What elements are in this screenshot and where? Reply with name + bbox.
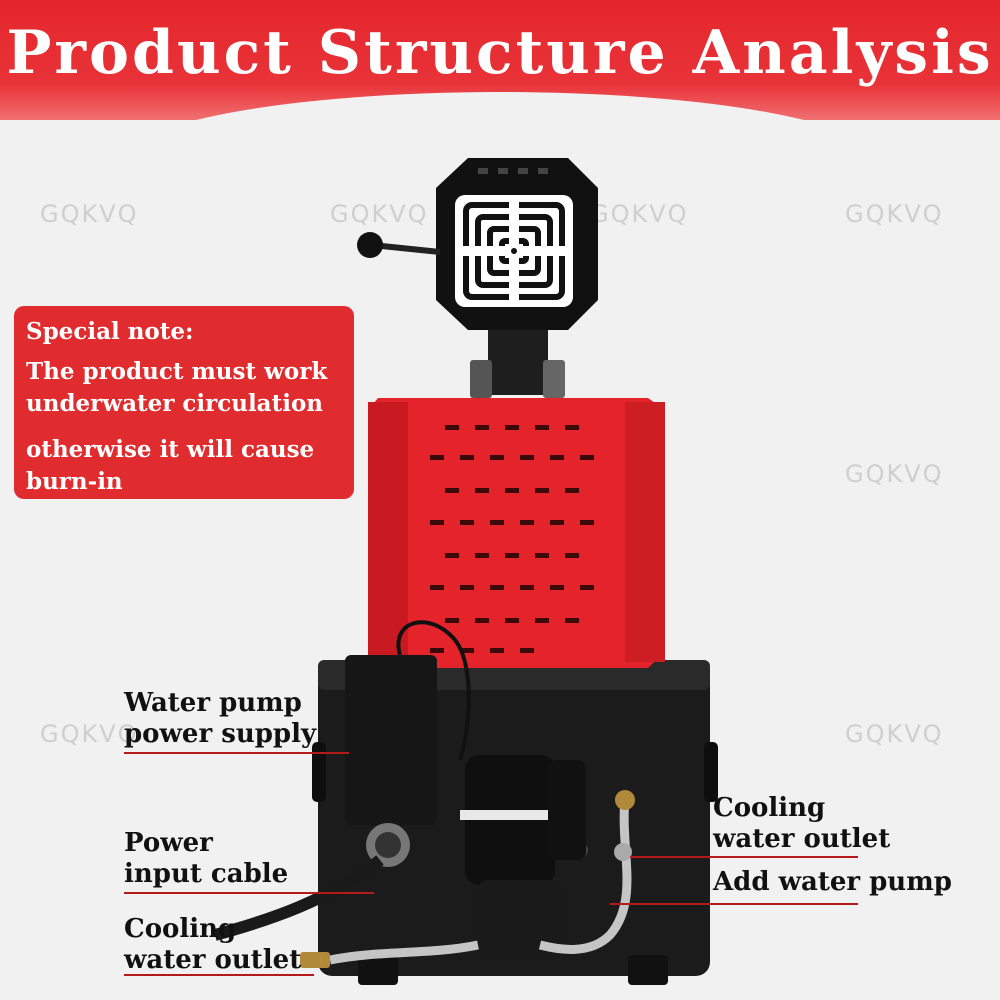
- watermark: GQKVQ: [590, 200, 689, 228]
- watermark: GQKVQ: [40, 200, 139, 228]
- pump-head: [478, 880, 562, 960]
- watermark: GQKVQ: [330, 200, 429, 228]
- base-foot-left: [358, 955, 398, 985]
- callout-line-2: input cable: [124, 859, 289, 889]
- base-foot-right: [628, 955, 668, 985]
- power-input-cable: [213, 855, 384, 941]
- shaft-fitting-right: [543, 360, 565, 398]
- right-hose: [538, 799, 632, 954]
- special-note-heading: Special note:: [26, 318, 194, 345]
- callout-power-input-leader: [124, 892, 374, 894]
- callout-line-1: Water pump: [124, 688, 302, 718]
- callout-power-input-label: Power input cable: [124, 828, 288, 890]
- callout-pump-power-label: Water pump power supply: [124, 688, 316, 750]
- callout-line-1: Power: [124, 828, 213, 858]
- callout-line-2: power supply: [124, 719, 317, 749]
- lever-knob: [357, 232, 383, 258]
- red-housing: [368, 398, 665, 668]
- shaft-fitting-left: [470, 360, 492, 398]
- lever-arm: [371, 242, 441, 255]
- callout-cooling-left-leader: [124, 974, 314, 976]
- special-note-line: The product must work: [26, 358, 328, 385]
- shaft-block: [488, 330, 548, 395]
- callout-pump-power-leader: [124, 752, 349, 754]
- left-outlet-hose: [329, 940, 479, 965]
- head-vents: [478, 168, 548, 174]
- callout-line-2: water outlet: [713, 824, 891, 854]
- right-outlet-fitting: [615, 790, 635, 810]
- callout-cooling-right-leader: [630, 856, 858, 858]
- fan-center-dot: [511, 248, 517, 254]
- special-note-box: Special note: The product must work unde…: [14, 306, 354, 499]
- page-title: Product Structure Analysis: [6, 18, 994, 88]
- callout-line-1: Cooling: [124, 914, 237, 944]
- add-water-fitting: [614, 843, 632, 861]
- watermark: GQKVQ: [40, 720, 139, 748]
- pump-power-adapter: [345, 655, 437, 825]
- special-note-line: otherwise it will cause: [26, 436, 315, 463]
- adapter-cable: [396, 620, 471, 761]
- watermark: GQKVQ: [845, 200, 944, 228]
- title-banner: Product Structure Analysis: [0, 0, 1000, 120]
- special-note-line: underwater circulation: [26, 390, 324, 417]
- housing-left-face: [368, 402, 408, 662]
- watermark: GQKVQ: [845, 460, 944, 488]
- pump-strap: [460, 810, 560, 820]
- left-outlet-fitting: [300, 952, 330, 968]
- watermark: GQKVQ: [845, 720, 944, 748]
- special-note-line: burn-in: [26, 468, 123, 495]
- callout-add-pump-label: Add water pump: [713, 867, 952, 897]
- callout-line-1: Cooling: [713, 793, 826, 823]
- callout-add-pump-leader: [610, 903, 858, 905]
- callout-cooling-right-label: Cooling water outlet: [713, 793, 890, 855]
- vent-slots: [430, 425, 594, 653]
- callout-cooling-left-label: Cooling water outlet: [124, 914, 301, 976]
- callout-line-2: water outlet: [124, 945, 302, 975]
- housing-right-face: [625, 402, 665, 662]
- side-handle-right: [704, 742, 718, 802]
- side-handle-left: [312, 742, 326, 802]
